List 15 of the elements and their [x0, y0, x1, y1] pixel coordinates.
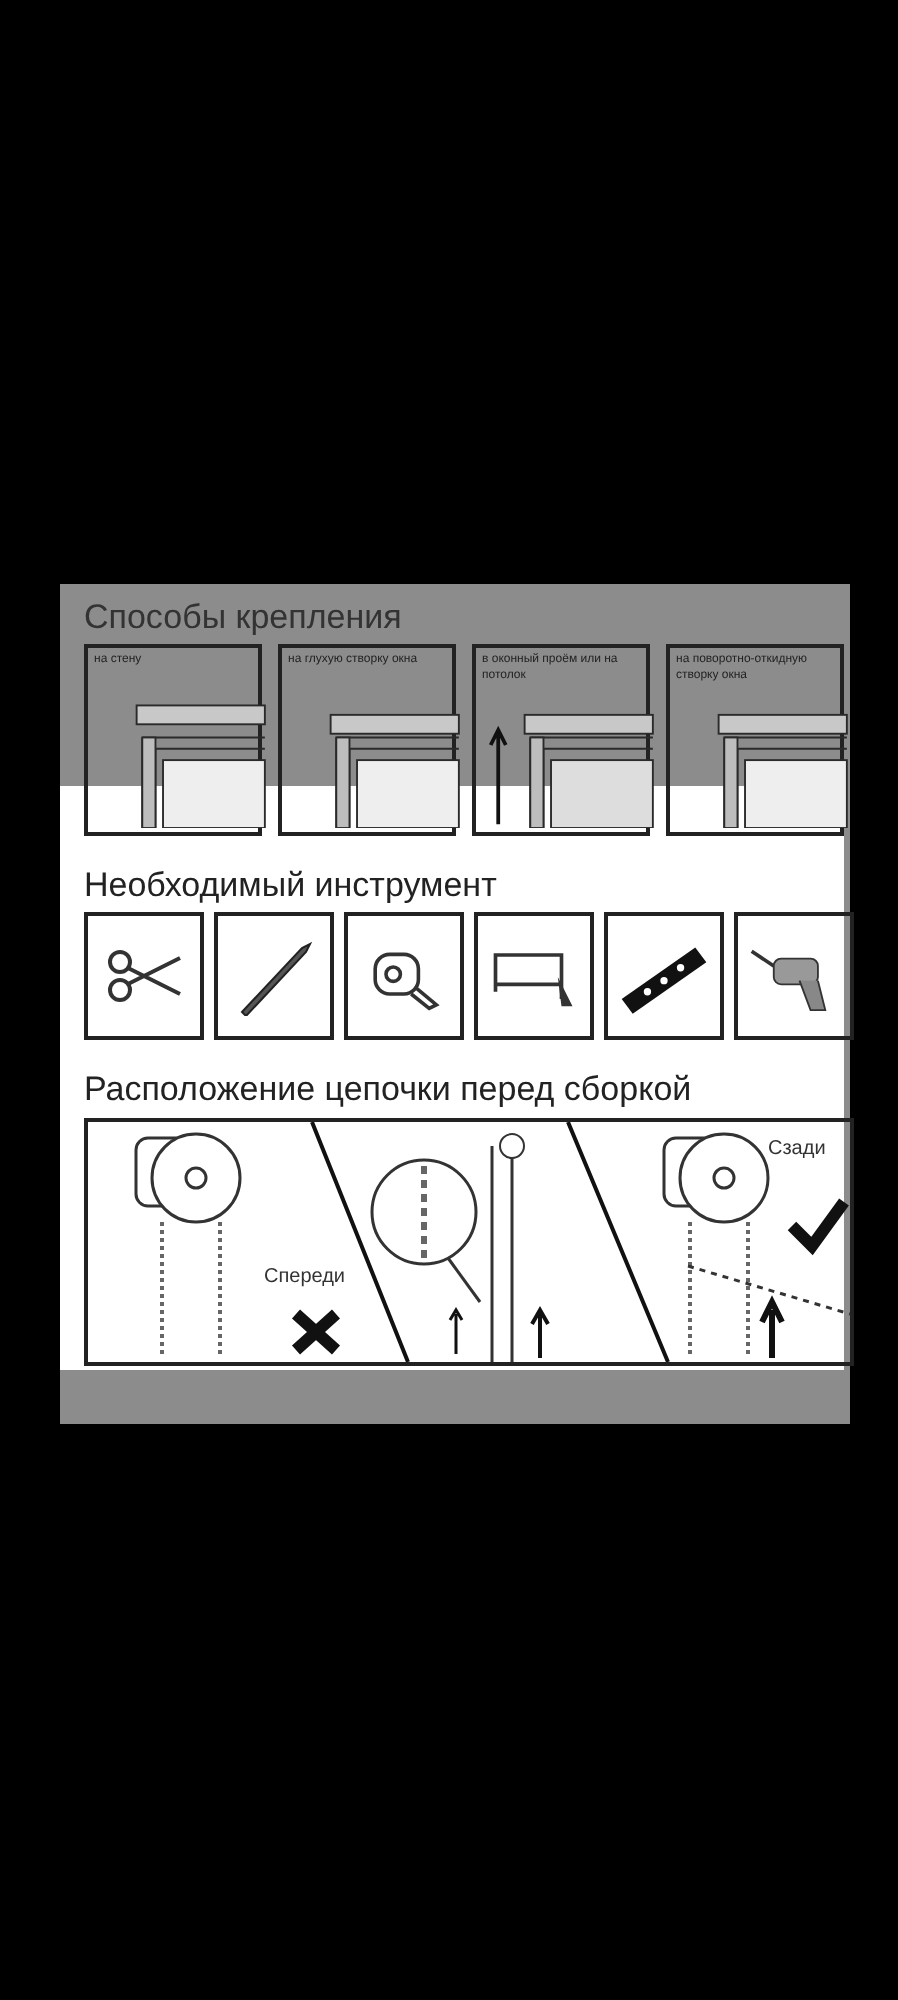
tool-frame: [344, 912, 464, 1040]
tool-frame: [474, 912, 594, 1040]
mounting-option-panel: [278, 644, 456, 836]
front-caption: Спереди: [264, 1264, 346, 1292]
section-heading: Способы крепления: [84, 596, 402, 640]
mounting-option-panel: [472, 644, 650, 836]
tool-frame: [214, 912, 334, 1040]
tool-frame: [84, 912, 204, 1040]
mounting-option-panel: [666, 644, 844, 836]
section-heading: Необходимый инструмент: [84, 864, 497, 908]
tool-frame: [604, 912, 724, 1040]
mounting-option-panel: [84, 644, 262, 836]
section-heading: Расположение цепочки перед сборкой: [84, 1068, 692, 1112]
back-caption: Сзади: [768, 1136, 826, 1164]
tool-frame: [734, 912, 854, 1040]
